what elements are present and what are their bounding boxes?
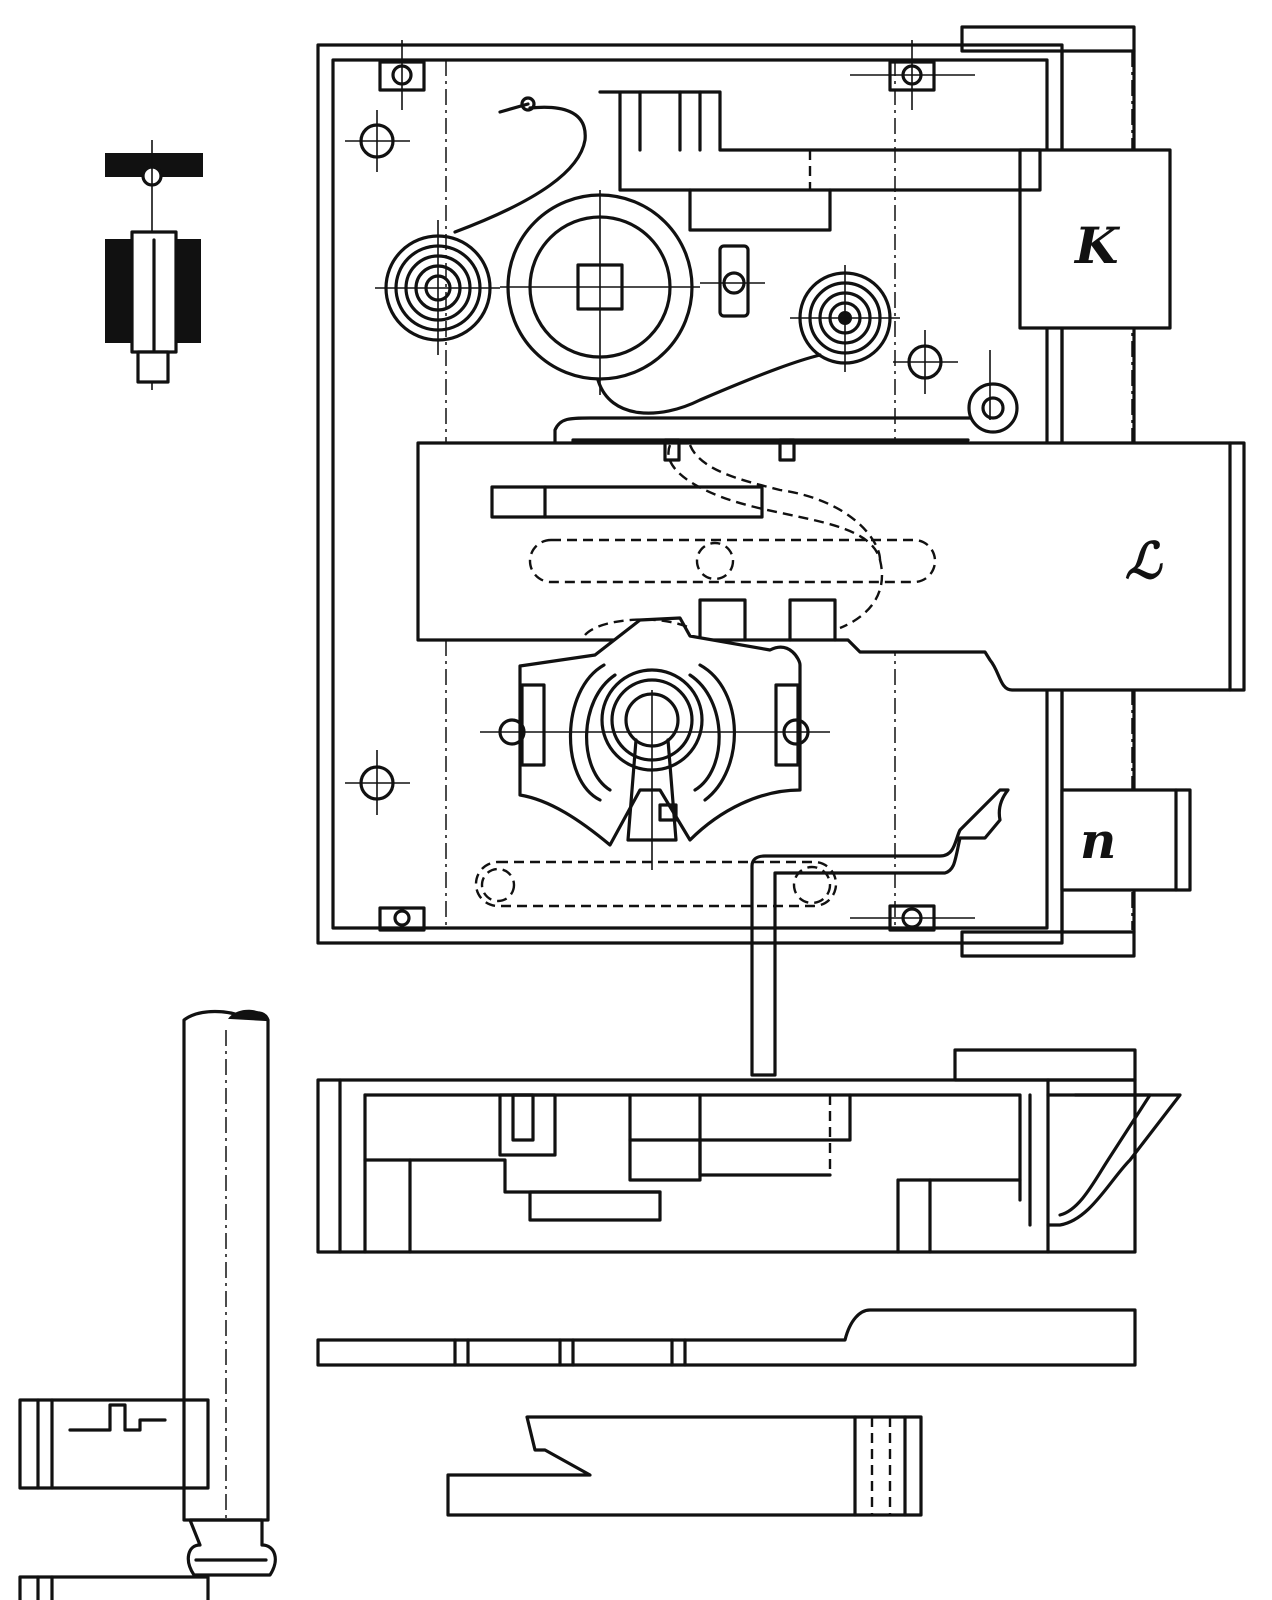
spindle-detail [105, 140, 203, 390]
tumbler-plate [480, 616, 830, 870]
latch-strip [316, 1308, 1137, 1367]
lower-bolt-n: n [474, 788, 1192, 1077]
slot-stud [700, 244, 765, 318]
bolt-bar [446, 1415, 923, 1517]
left-coil-spring [375, 96, 587, 355]
right-coil-spring [596, 265, 900, 415]
key-drawing [18, 1009, 277, 1600]
top-bolt-K: K [598, 90, 1172, 330]
follower-hub [500, 190, 700, 395]
case-screws [345, 40, 975, 932]
bolt-label-K: K [1073, 216, 1121, 275]
bolt-label-L: ℒ [1125, 531, 1163, 590]
bolt-label-n: n [1080, 811, 1116, 870]
section-view [316, 1048, 1182, 1254]
latch-bolt-L: ℒ [416, 438, 1246, 692]
